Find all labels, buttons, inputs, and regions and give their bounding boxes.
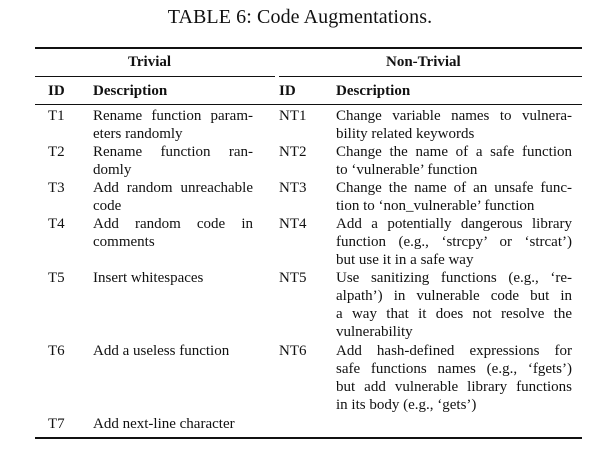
non-trivial-description-line: alpath’) in vulnerable code but in (336, 288, 572, 304)
top-rule (35, 47, 582, 49)
trivial-description-line: code (93, 198, 122, 214)
header-id-non-trivial: ID (279, 83, 296, 99)
non-trivial-id-cell: NT2 (279, 144, 307, 160)
trivial-description-cell: Add a useless function (93, 342, 253, 360)
non-trivial-description-line: Change variable names to vulnera- (336, 108, 572, 124)
trivial-id-cell: T3 (48, 180, 65, 196)
non-trivial-description-line: to ‘vulnerable’ function (336, 162, 478, 178)
non-trivial-description-cell: Change variable names to vulnera-bility … (336, 107, 572, 143)
non-trivial-description-line: Add hash-defined expressions for (336, 343, 572, 359)
non-trivial-description-line: vulnerability (336, 324, 413, 340)
non-trivial-description-line: but add vulnerable library functions (336, 379, 572, 395)
non-trivial-description-line: Change the name of a safe function (336, 144, 572, 160)
trivial-description-line: Add next-line character (93, 416, 235, 432)
trivial-description-cell: Rename function ran-domly (93, 143, 253, 179)
trivial-id-cell: T7 (48, 416, 65, 432)
trivial-description-line: eters randomly (93, 126, 183, 142)
trivial-description-cell: Insert whitespaces (93, 269, 253, 287)
header-id-trivial: ID (48, 83, 65, 99)
non-trivial-id-cell: NT3 (279, 180, 307, 196)
non-trivial-description-line: Add a potentially dangerous library (336, 216, 572, 232)
bottom-rule (35, 437, 582, 439)
trivial-id-cell: T5 (48, 270, 65, 286)
trivial-description-line: comments (93, 234, 155, 250)
non-trivial-description-cell: Change the name of an unsafe func-tion t… (336, 179, 572, 215)
trivial-description-line: Rename function param- (93, 108, 253, 124)
non-trivial-description-line: safe functions names (e.g., ‘fgets’) (336, 361, 572, 377)
non-trivial-description-line: but use it in a safe way (336, 252, 474, 268)
mid-rule (35, 104, 582, 105)
non-trivial-id-cell: NT1 (279, 108, 307, 124)
non-trivial-id-cell: NT5 (279, 270, 307, 286)
non-trivial-description-line: Change the name of an unsafe func- (336, 180, 572, 196)
non-trivial-description-line: bility related keywords (336, 126, 475, 142)
trivial-description-line: Add random unreachable (93, 180, 253, 196)
non-trivial-description-line: in its body (e.g., ‘gets’) (336, 397, 477, 413)
group-header-non-trivial: Non-Trivial (386, 54, 461, 70)
trivial-description-line: Add a useless function (93, 343, 230, 359)
trivial-description-line: domly (93, 162, 132, 178)
non-trivial-description-line: function (e.g., ‘strcpy’ or ‘strcat’) (336, 234, 572, 250)
trivial-id-cell: T1 (48, 108, 65, 124)
trivial-description-line: Insert whitespaces (93, 270, 204, 286)
non-trivial-description-cell: Use sanitizing functions (e.g., ‘re-alpa… (336, 269, 572, 341)
non-trivial-description-cell: Add a potentially dangerous library funct… (336, 215, 572, 269)
trivial-id-cell: T2 (48, 144, 65, 160)
trivial-description-cell: Add next-line character (93, 415, 253, 433)
table-caption: TABLE 6: Code Augmentations. (167, 6, 433, 28)
header-description-non-trivial: Description (336, 83, 411, 99)
trivial-description-cell: Add random unreachable code (93, 179, 253, 215)
cmidrule-trivial (35, 76, 275, 77)
non-trivial-id-cell: NT4 (279, 216, 307, 232)
non-trivial-description-line: a way that it does not resolve the (336, 306, 572, 322)
group-header-trivial: Trivial (128, 54, 172, 70)
trivial-id-cell: T6 (48, 343, 65, 359)
non-trivial-description-line: tion to ‘non_vulnerable’ function (336, 198, 535, 214)
trivial-description-line: Rename function ran- (93, 144, 253, 160)
non-trivial-id-cell: NT6 (279, 343, 307, 359)
cmidrule-non-trivial (279, 76, 582, 77)
non-trivial-description-line: Use sanitizing functions (e.g., ‘re- (336, 270, 572, 286)
trivial-description-line: Add random code in (93, 216, 253, 232)
non-trivial-description-cell: Change the name of a safe function to ‘vu… (336, 143, 572, 179)
non-trivial-description-cell: Add hash-defined expressions for safe fun… (336, 342, 572, 414)
trivial-id-cell: T4 (48, 216, 65, 232)
trivial-description-cell: Add random code in comments (93, 215, 253, 251)
trivial-description-cell: Rename function param-eters randomly (93, 107, 253, 143)
header-description-trivial: Description (93, 83, 168, 99)
